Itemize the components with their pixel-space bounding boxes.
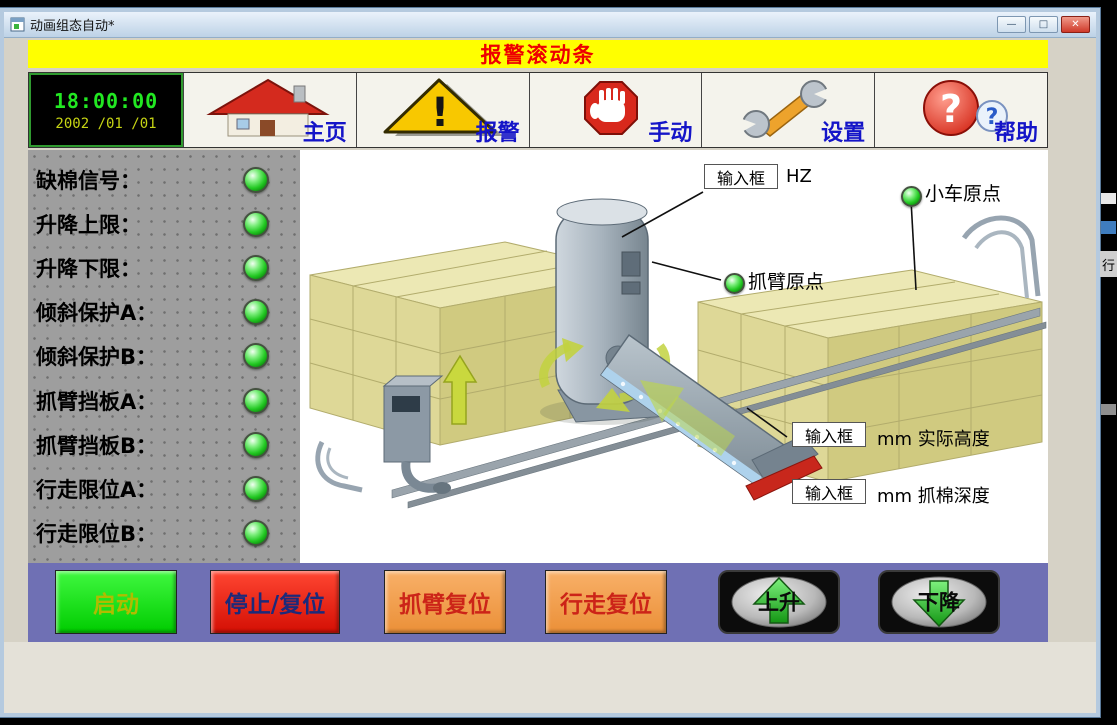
titlebar[interactable]: 动画组态自动* — □ ✕ bbox=[4, 12, 1096, 38]
alarm-icon: ! bbox=[383, 78, 503, 136]
status-row: 升降下限： bbox=[28, 246, 300, 290]
toolbar-button-manual[interactable]: 手动 bbox=[528, 73, 702, 147]
toolbar-label: 设置 bbox=[821, 121, 866, 146]
status-led bbox=[243, 519, 269, 546]
alarm-banner-text: 报警滚动条 bbox=[480, 43, 596, 67]
svg-text:?: ? bbox=[940, 87, 962, 131]
status-led bbox=[243, 211, 269, 238]
clock-date: 2002 /01 /01 bbox=[55, 115, 157, 132]
depth-input[interactable]: 输入框 bbox=[792, 479, 866, 504]
toolbar-button-settings[interactable]: 设置 bbox=[701, 73, 874, 147]
status-led bbox=[243, 343, 269, 370]
window-controls: — □ ✕ bbox=[997, 16, 1090, 33]
background-window-fragment bbox=[1101, 193, 1116, 204]
minimize-icon: — bbox=[1006, 18, 1017, 30]
height-unit-label: mm 实际高度 bbox=[877, 429, 990, 450]
status-row: 升降上限： bbox=[28, 202, 300, 246]
up-button[interactable]: 上升 bbox=[718, 570, 840, 634]
stop-reset-button[interactable]: 停止/复位 bbox=[210, 570, 340, 634]
wrench-icon bbox=[734, 80, 837, 138]
status-row: 倾斜保护B： bbox=[28, 334, 300, 378]
status-row: 行走限位A： bbox=[28, 467, 300, 511]
app-icon bbox=[10, 17, 25, 32]
status-panel: 缺棉信号： 升降上限： 升降下限： 倾斜保护A： 倾斜保护B： 抓臂挡板A： 抓… bbox=[28, 150, 300, 563]
cart-origin-led bbox=[901, 186, 922, 207]
cart-origin-label: 小车原点 bbox=[925, 183, 1002, 205]
status-led bbox=[243, 299, 269, 326]
clock-time: 18:00:00 bbox=[53, 88, 159, 113]
status-led bbox=[243, 431, 269, 458]
status-led bbox=[243, 255, 269, 282]
window-footer-area bbox=[4, 642, 1096, 713]
window-title: 动画组态自动* bbox=[30, 19, 115, 34]
toolbar-button-home[interactable]: 主页 bbox=[183, 73, 356, 147]
frequency-unit-label: HZ bbox=[786, 166, 812, 187]
alarm-banner: 报警滚动条 bbox=[28, 40, 1048, 68]
control-bar: 启动 停止/复位 抓臂复位 行走复位 上升 下降 bbox=[28, 563, 1048, 642]
depth-unit-label: mm 抓棉深度 bbox=[877, 486, 990, 507]
maximize-button[interactable]: □ bbox=[1029, 16, 1058, 33]
toolbar-label: 报警 bbox=[475, 121, 520, 146]
client-area: 报警滚动条 18:00:00 2002 /01 /01 主页 bbox=[4, 38, 1096, 713]
app-window: 动画组态自动* — □ ✕ 报警滚动条 18:00:00 2002 /01 /0… bbox=[0, 8, 1100, 717]
svg-text:!: ! bbox=[431, 90, 449, 136]
arm-reset-button[interactable]: 抓臂复位 bbox=[384, 570, 506, 634]
toolbar: 18:00:00 2002 /01 /01 主页 bbox=[28, 72, 1048, 148]
toolbar-button-alarm[interactable]: ! 报警 bbox=[355, 73, 529, 147]
clock-display: 18:00:00 2002 /01 /01 bbox=[29, 73, 183, 147]
stop-hand-icon bbox=[584, 81, 639, 135]
close-button[interactable]: ✕ bbox=[1061, 16, 1090, 33]
status-led bbox=[243, 475, 269, 502]
svg-text:?: ? bbox=[986, 105, 999, 130]
toolbar-button-help[interactable]: ? ? 帮助 bbox=[874, 73, 1047, 147]
up-arrow-icon bbox=[731, 576, 827, 628]
status-led bbox=[243, 167, 269, 194]
frequency-input[interactable]: 输入框 bbox=[704, 164, 778, 189]
toolbar-label: 帮助 bbox=[993, 121, 1038, 146]
toolbar-label: 主页 bbox=[302, 121, 347, 146]
machine-diagram: 输入框 HZ 小车原点 抓臂原点 输入框 mm 实际高度 输入框 mm 抓棉深度 bbox=[300, 150, 1048, 563]
status-row: 倾斜保护A： bbox=[28, 290, 300, 334]
walk-reset-button[interactable]: 行走复位 bbox=[545, 570, 667, 634]
down-button[interactable]: 下降 bbox=[878, 570, 1000, 634]
close-icon: ✕ bbox=[1071, 18, 1080, 30]
machine-illustration bbox=[309, 191, 1047, 509]
help-icon: ? ? bbox=[923, 80, 1009, 136]
background-window-fragment bbox=[1101, 221, 1116, 234]
arm-origin-led bbox=[724, 273, 745, 294]
background-window-fragment bbox=[1101, 404, 1116, 415]
arm-origin-label: 抓臂原点 bbox=[748, 271, 825, 293]
status-row: 抓臂挡板B： bbox=[28, 423, 300, 467]
minimize-button[interactable]: — bbox=[997, 16, 1026, 33]
status-led bbox=[243, 387, 269, 414]
start-button[interactable]: 启动 bbox=[55, 570, 177, 634]
home-icon bbox=[206, 78, 330, 137]
toolbar-label: 手动 bbox=[648, 121, 693, 146]
maximize-icon: □ bbox=[1038, 18, 1049, 30]
down-arrow-icon bbox=[891, 576, 987, 628]
status-row: 抓臂挡板A： bbox=[28, 379, 300, 423]
height-input[interactable]: 输入框 bbox=[792, 422, 866, 447]
status-row: 缺棉信号： bbox=[28, 158, 300, 202]
status-row: 行走限位B： bbox=[28, 511, 300, 555]
background-window-fragment: 行 bbox=[1100, 251, 1117, 277]
